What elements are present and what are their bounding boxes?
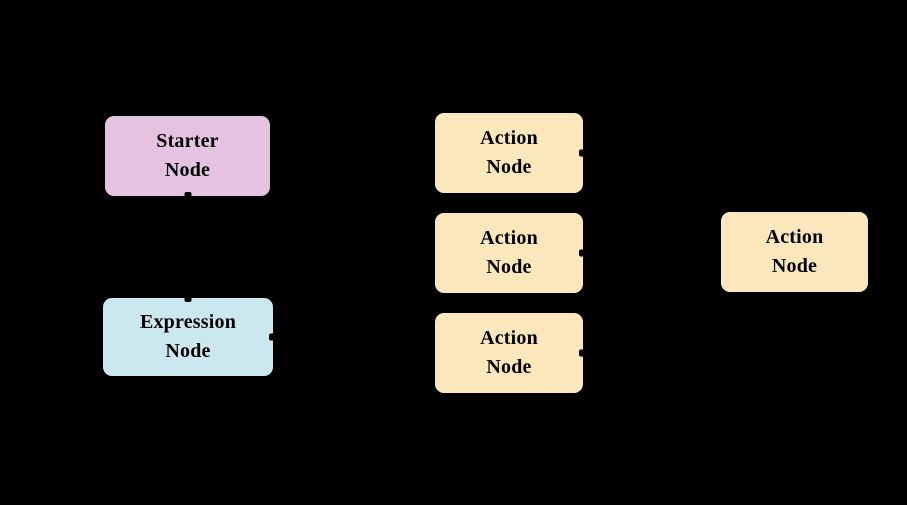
edge-expression-to-action-1	[272, 152, 436, 338]
connector-handle-right[interactable]	[269, 333, 276, 341]
node-action-1[interactable]: Action Node	[435, 113, 586, 193]
connector-handle-top[interactable]	[184, 295, 192, 302]
node-label-line1: Action	[480, 127, 538, 149]
node-label-line1: Starter	[156, 130, 219, 152]
connector-handle-bottom[interactable]	[184, 192, 191, 199]
node-label-line1: Action	[480, 227, 538, 249]
node-action-3[interactable]: Action Node	[435, 313, 586, 393]
edge-starter-to-expression	[186, 195, 189, 299]
node-label-line1: Action	[765, 226, 824, 248]
edge-action-2-to-action-4	[582, 251, 722, 254]
node-label-line1: Expression	[139, 311, 237, 333]
connector-handle-right[interactable]	[579, 349, 586, 357]
connector-handle-right[interactable]	[579, 149, 586, 157]
edge-expression-to-action-2	[272, 252, 436, 338]
edge-expression-to-action-3	[272, 336, 436, 354]
node-label-line2: Node	[164, 159, 211, 181]
node-label-line2: Node	[771, 255, 818, 277]
node-action-4[interactable]: Action Node	[721, 212, 868, 292]
node-label-line2: Node	[486, 156, 532, 178]
connector-handle-right[interactable]	[579, 249, 586, 257]
node-expression[interactable]: Expression Node	[103, 295, 276, 376]
node-label-line2: Node	[486, 256, 532, 278]
node-starter[interactable]: Starter Node	[105, 116, 270, 199]
node-label-line1: Action	[480, 327, 538, 349]
node-label-line2: Node	[486, 356, 532, 378]
node-action-2[interactable]: Action Node	[435, 213, 586, 293]
node-label-line2: Node	[165, 340, 211, 362]
